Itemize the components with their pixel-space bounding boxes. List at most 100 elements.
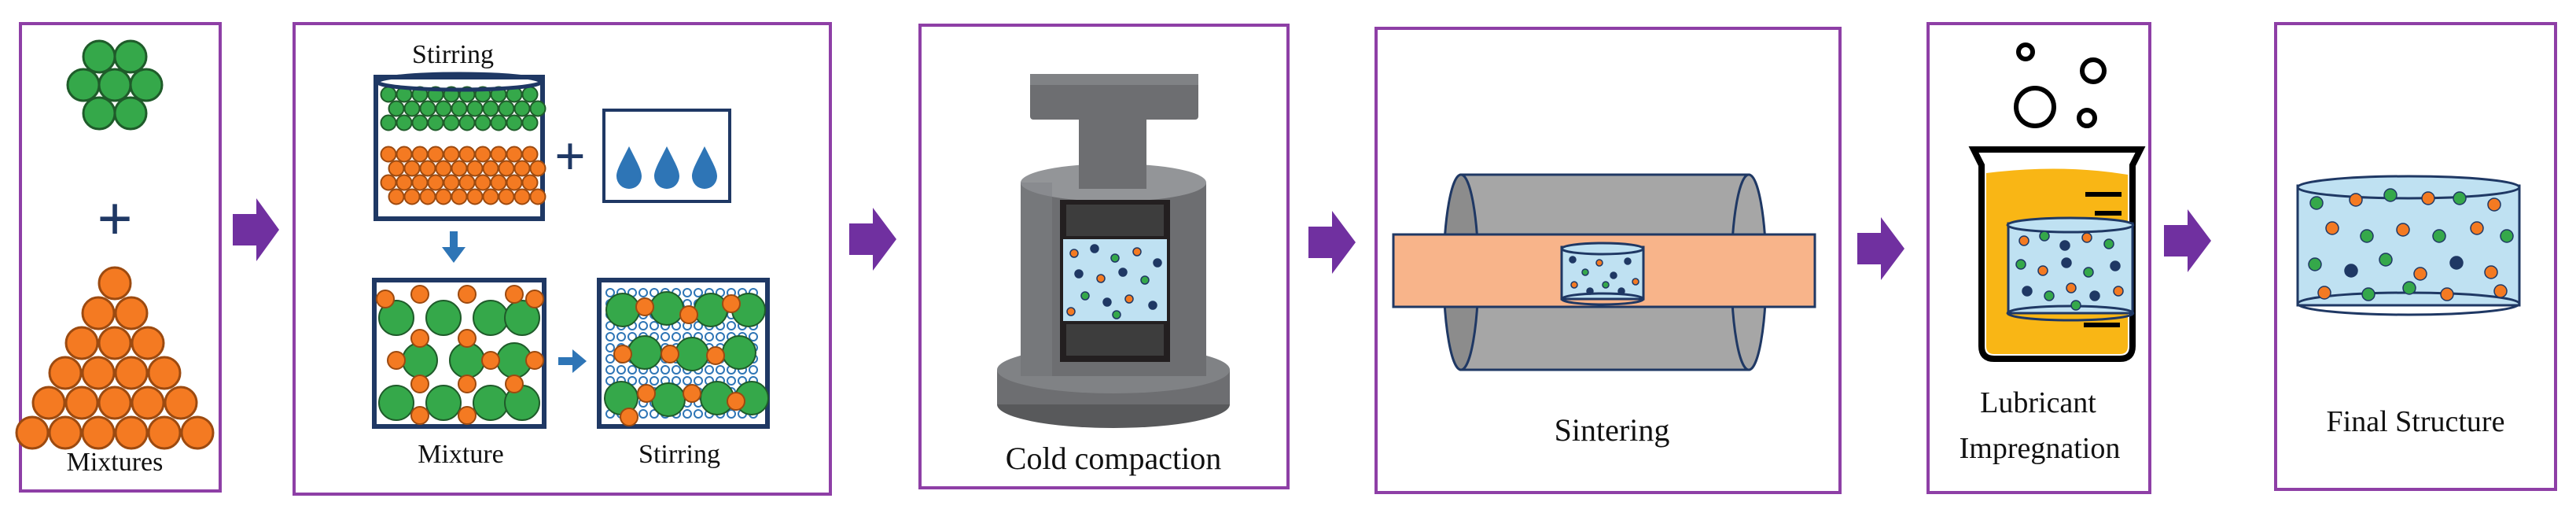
flow-arrow-4 (1857, 217, 1904, 280)
orange-particle (31, 386, 66, 420)
green-particle (1112, 310, 1121, 319)
orange-particle (411, 146, 429, 163)
orange-particle (419, 160, 436, 177)
orange-particle (131, 326, 165, 360)
orange-particle (114, 296, 149, 330)
green-particle (66, 68, 101, 102)
lubricant-particle (661, 332, 670, 341)
lubricant-particle (694, 409, 703, 419)
green-particle (521, 114, 539, 131)
final-label: Final Structure (2327, 405, 2505, 438)
orange-particle (1069, 249, 1079, 258)
particle (1586, 287, 1594, 295)
orange-particle (380, 146, 397, 163)
orange-particle (525, 290, 544, 308)
water-drop-icon (654, 146, 679, 189)
orange-particle (482, 188, 499, 205)
green-particle (402, 342, 438, 378)
green-particle (498, 100, 515, 117)
lubricant-particle (749, 332, 758, 341)
particle (1102, 297, 1112, 307)
green-particle (378, 385, 414, 421)
green-particle (513, 100, 531, 117)
green-particle (113, 96, 148, 131)
lubricant-particle (727, 321, 736, 330)
lubricant-particle (605, 365, 615, 375)
orange-particle (613, 345, 632, 364)
impregnation-label-line1: Lubricant (1980, 386, 2096, 419)
orange-particle (427, 146, 444, 163)
orange-particle (2081, 232, 2092, 243)
green-particle (2308, 257, 2322, 271)
particle (1118, 268, 1128, 277)
orange-particle (376, 290, 395, 308)
green-particle (451, 100, 468, 117)
orange-particle (490, 174, 507, 191)
orange-particle (2493, 284, 2508, 298)
green-particle (435, 100, 452, 117)
stirred-label: Stirring (638, 440, 720, 469)
orange-particle (1132, 247, 1142, 256)
green-particle (529, 100, 546, 117)
orange-particle (388, 160, 405, 177)
orange-particle-pyramid (15, 266, 215, 450)
orange-particle (64, 386, 99, 420)
green-particle (82, 96, 116, 131)
orange-particle (679, 305, 698, 324)
water-drop-icon (616, 146, 642, 189)
lubricant-particle (749, 365, 758, 375)
impregnation-label-line2: Impregnation (1960, 432, 2121, 465)
orange-particle (1096, 274, 1106, 283)
orange-particle (1595, 259, 1603, 267)
green-particle (474, 114, 491, 131)
green-particle (396, 114, 413, 131)
orange-particle (458, 174, 476, 191)
lubricant-particle (638, 409, 648, 419)
orange-particle (403, 188, 421, 205)
green-particle (2309, 196, 2324, 210)
lubricant-particle (727, 376, 736, 386)
lubricant-particle (605, 288, 615, 297)
lubricant-particle (650, 376, 659, 386)
orange-particle (81, 415, 116, 450)
green-particle (1581, 268, 1589, 276)
particle (1569, 256, 1577, 264)
green-particle (694, 293, 728, 327)
orange-particle (435, 160, 452, 177)
orange-particle (2349, 193, 2363, 207)
flow-arrow-3 (1308, 211, 1356, 274)
particle (2022, 286, 2033, 297)
orange-particle (2113, 286, 2124, 297)
orange-particle (474, 146, 491, 163)
orange-particle (443, 146, 460, 163)
orange-particle (458, 406, 477, 425)
plus-sign-2: + (554, 127, 586, 187)
orange-particle (388, 188, 405, 205)
frame-stirring (293, 22, 832, 496)
orange-particle (147, 415, 182, 450)
flow-arrow-5 (2164, 209, 2211, 272)
lubricant-particle (705, 332, 714, 341)
stage-final: Final Structure (2274, 22, 2557, 491)
orange-particle (2413, 267, 2427, 281)
orange-particle (2325, 221, 2339, 235)
orange-particle (661, 345, 679, 364)
orange-particle (637, 384, 656, 403)
green-particle (1140, 275, 1150, 285)
orange-particle (505, 285, 524, 304)
green-particle (2402, 281, 2416, 295)
orange-layer (380, 146, 546, 205)
orange-particle (458, 285, 477, 304)
orange-particle (458, 375, 477, 393)
orange-particle (635, 297, 654, 316)
orange-particle (114, 415, 149, 450)
lubricant-particle (716, 332, 725, 341)
orange-particle (131, 386, 165, 420)
green-particle (1602, 281, 1610, 289)
green-particle (98, 68, 132, 102)
green-particle (378, 300, 414, 336)
particle (2449, 256, 2464, 270)
stage-sintering: Sintering (1374, 27, 1842, 494)
green-particle (2103, 238, 2114, 249)
particle (2110, 260, 2121, 271)
